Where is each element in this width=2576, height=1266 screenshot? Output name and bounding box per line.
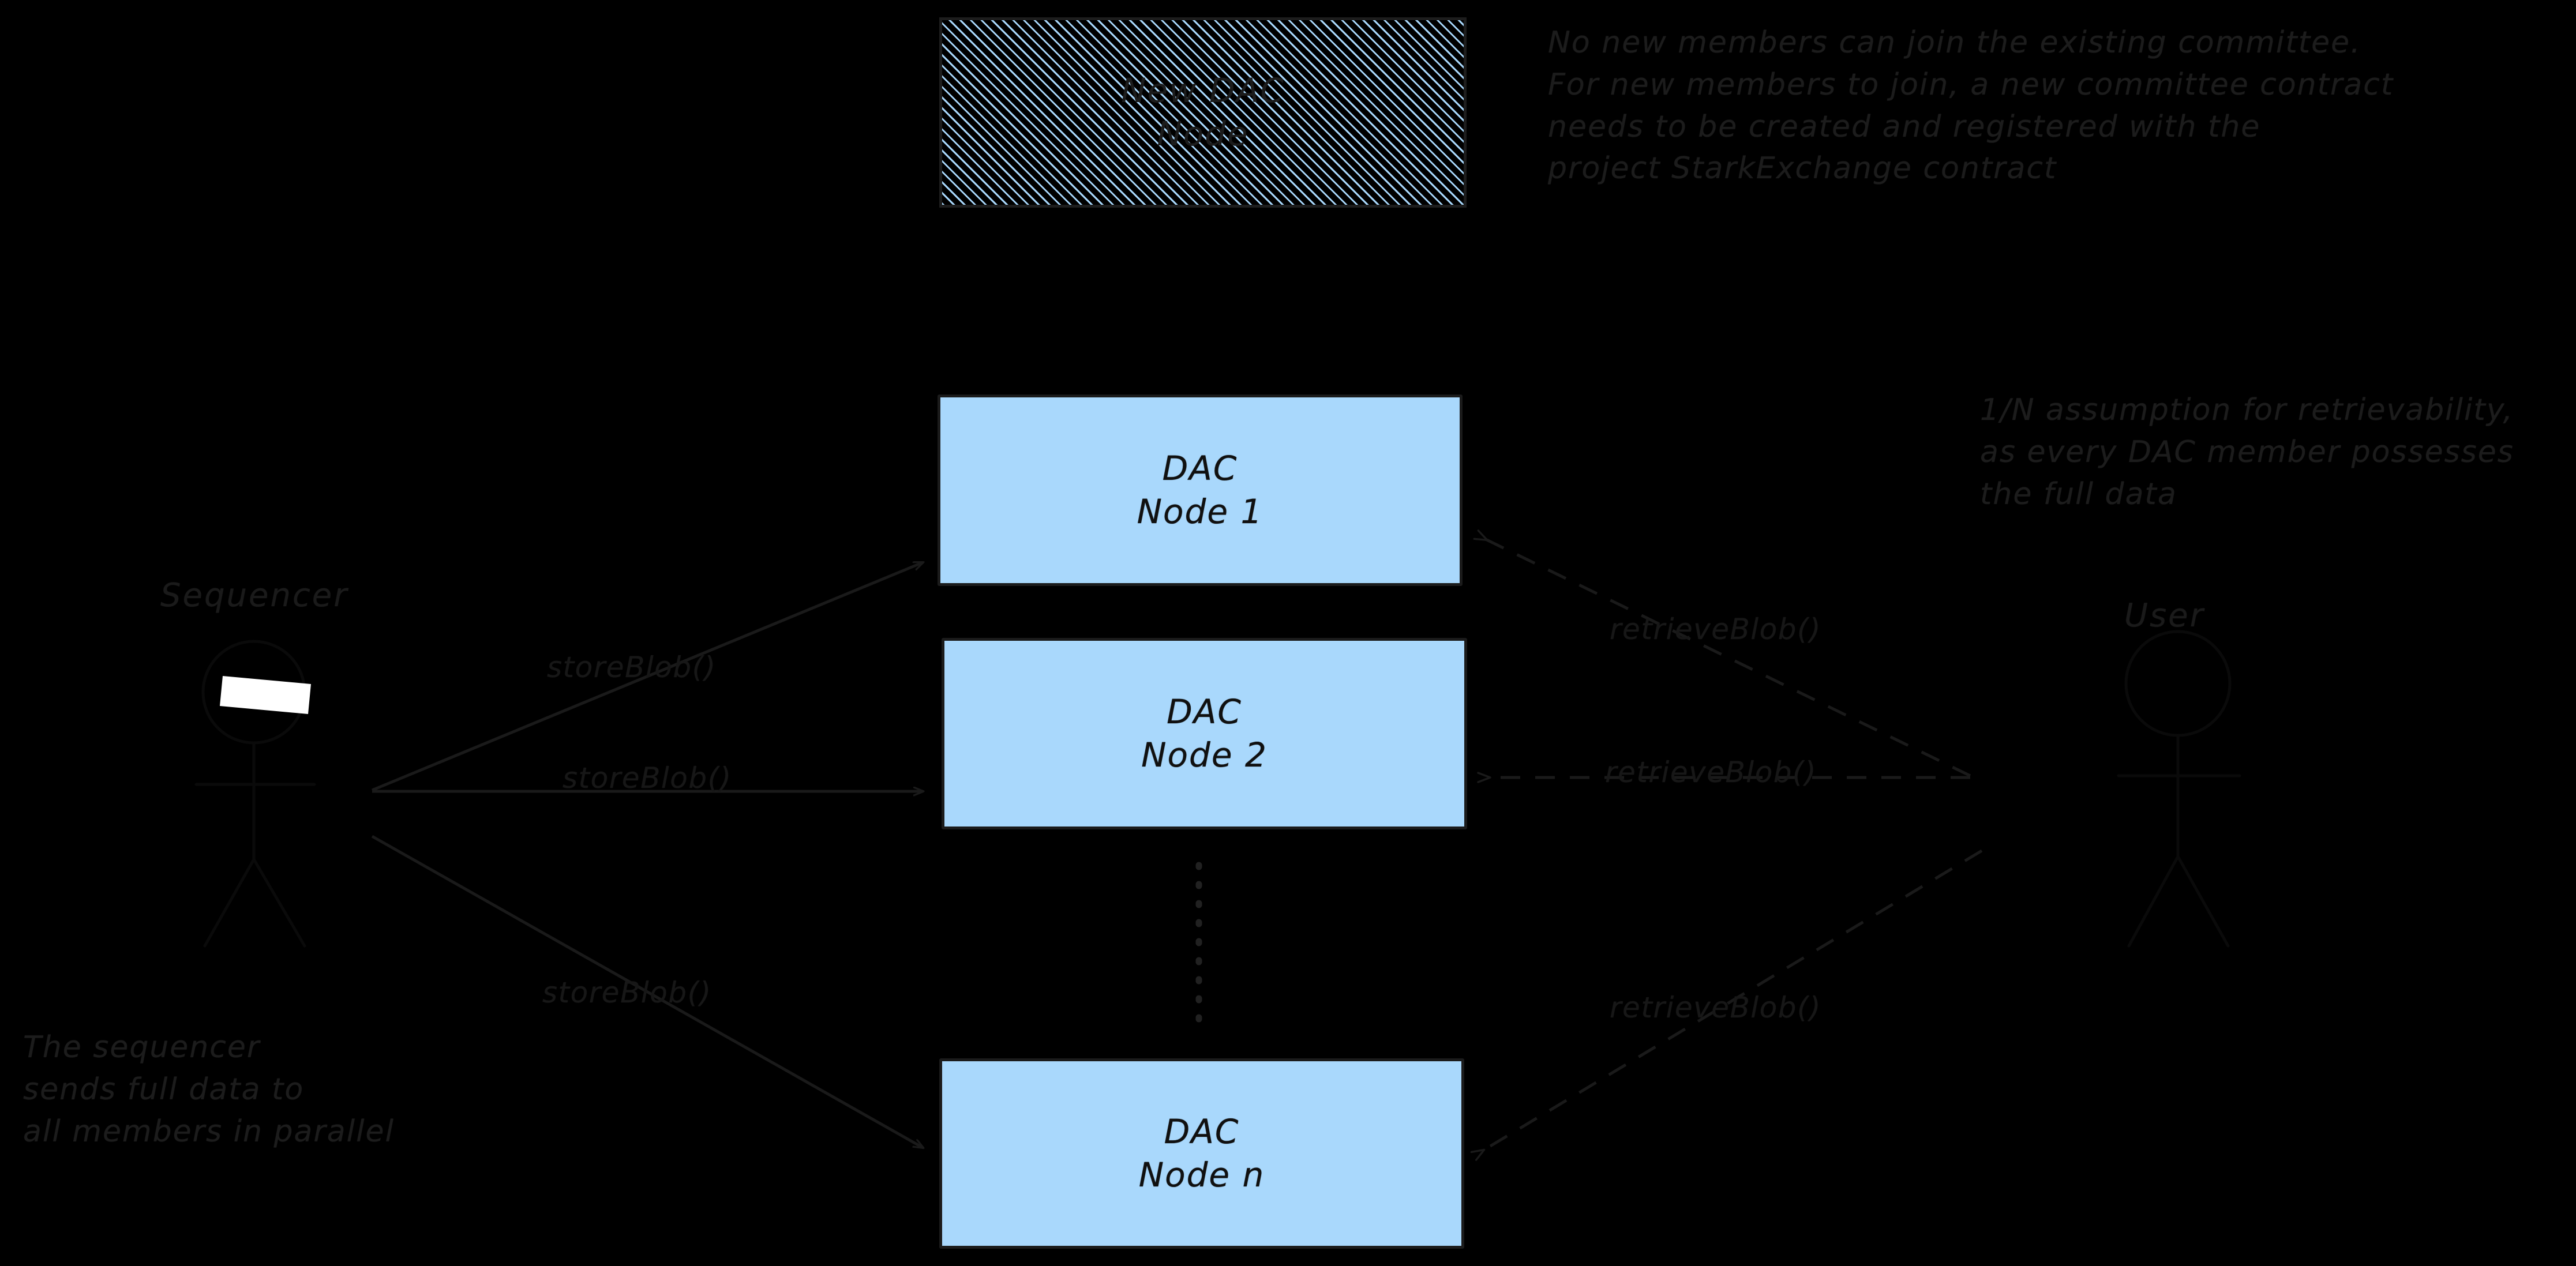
edge-label-store-blob-n: storeBlob() bbox=[542, 976, 712, 1009]
node-subtitle: Node 1 bbox=[1137, 492, 1263, 531]
node-dac-node-1[interactable]: DAC Node 1 bbox=[938, 395, 1463, 586]
node-new-dac-node[interactable]: New DAC Node bbox=[939, 17, 1467, 208]
edge-label-retrieve-blob-n: retrieveBlob() bbox=[1610, 991, 1822, 1024]
node-subtitle: Node n bbox=[1138, 1155, 1265, 1194]
edge-label-store-blob-2: storeBlob() bbox=[563, 761, 732, 795]
edge-label-store-blob-1: storeBlob() bbox=[547, 651, 717, 684]
node-dac-node-n[interactable]: DAC Node n bbox=[939, 1058, 1464, 1249]
edge-store-blob-n bbox=[371, 835, 923, 1149]
sequencer-stick-figure-icon bbox=[194, 640, 316, 948]
edge-retrieve-blob-1 bbox=[1473, 529, 1971, 777]
node-title: DAC bbox=[1162, 448, 1238, 488]
actor-label-sequencer: Sequencer bbox=[160, 577, 349, 614]
sticky-note bbox=[220, 676, 311, 714]
node-title: DAC bbox=[1167, 692, 1242, 731]
node-dac-node-2[interactable]: DAC Node 2 bbox=[942, 638, 1467, 829]
edge-label-retrieve-blob-1: retrieveBlob() bbox=[1610, 613, 1822, 646]
edge-store-blob-1 bbox=[372, 561, 923, 792]
actor-label-user: User bbox=[2124, 597, 2205, 634]
node-subtitle: Node 2 bbox=[1141, 735, 1268, 775]
node-title: New DAC bbox=[1121, 70, 1285, 110]
user-stick-figure-icon bbox=[2117, 630, 2241, 948]
node-subtitle: Node bbox=[1157, 114, 1249, 153]
node-title: DAC bbox=[1164, 1111, 1240, 1151]
annotation-committee-note: No new members can join the existing com… bbox=[1548, 25, 2394, 186]
edge-label-retrieve-blob-2: retrieveBlob() bbox=[1605, 756, 1817, 789]
annotation-sequencer-note: The sequencer sends full data to all mem… bbox=[23, 1030, 395, 1149]
edge-retrieve-blob-n bbox=[1470, 849, 1983, 1161]
annotation-retrievability-note: 1/N assumption for retrievability, as ev… bbox=[1980, 393, 2514, 512]
